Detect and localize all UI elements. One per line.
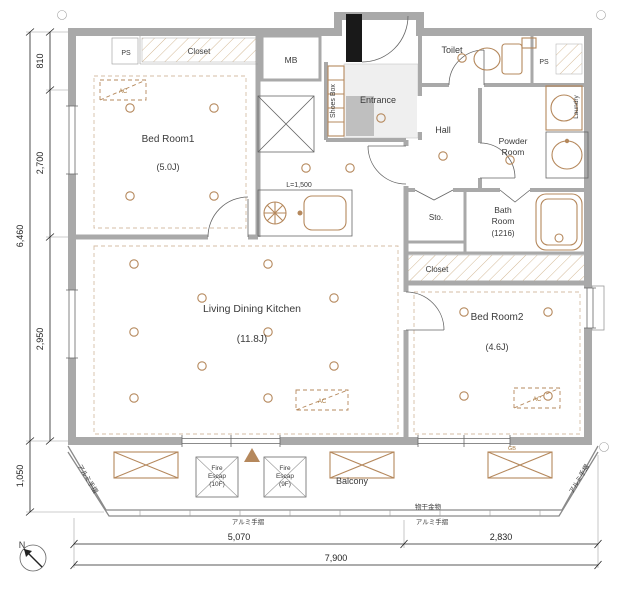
window-left-upper bbox=[66, 105, 78, 175]
hall-label: Hall bbox=[435, 125, 451, 135]
handrail-label-left: アルミ手摺 bbox=[76, 462, 101, 495]
bedroom2-size: (4.6J) bbox=[485, 342, 508, 352]
closet-top-label: Closet bbox=[188, 47, 211, 56]
fire-escape-9f-label-1: Fire bbox=[279, 465, 291, 472]
kitchen-counter-length-label: L=1,500 bbox=[286, 182, 312, 189]
dim-left-6460: 6,460 bbox=[15, 225, 25, 248]
powder-room-label-2: Room bbox=[502, 147, 525, 157]
handrail-label-right: アルミ手摺 bbox=[567, 462, 592, 495]
kitchen-hatch-square bbox=[257, 95, 315, 153]
entrance-floor bbox=[343, 63, 419, 139]
toilet-door bbox=[448, 49, 485, 88]
dimension-lines bbox=[25, 28, 602, 570]
ps-left-label: PS bbox=[121, 50, 131, 57]
balcony-structure bbox=[67, 445, 599, 517]
bedroom2-label: Bed Room2 bbox=[471, 312, 524, 323]
windows bbox=[66, 105, 605, 447]
dim-left-2950: 2,950 bbox=[35, 328, 45, 351]
fire-escape-10f-label-3: (10F) bbox=[209, 481, 225, 488]
hall-entry-opening bbox=[417, 96, 423, 132]
labels: Bed Room1 (5.0J) Living Dining Kitchen (… bbox=[15, 45, 591, 563]
closet-mid-label: Closet bbox=[426, 265, 449, 274]
handrail-label-bottom-left: アルミ手摺 bbox=[232, 517, 265, 526]
washbasin bbox=[545, 131, 589, 179]
dim-bottom-2830: 2,830 bbox=[490, 532, 513, 542]
ac-label-bedroom2: AC bbox=[533, 397, 542, 403]
bath-room-size: (1216) bbox=[491, 229, 514, 238]
fixtures bbox=[257, 37, 589, 251]
balcony-marker-triangle bbox=[244, 448, 260, 462]
ceiling-dashed-outlines bbox=[93, 75, 581, 435]
bath-room-label-2: Room bbox=[492, 216, 515, 226]
kitchen-counter bbox=[257, 189, 353, 237]
fire-escape-hatch-9f bbox=[263, 456, 307, 498]
window-left-lower bbox=[66, 289, 78, 359]
powder-room-label-1: Powder bbox=[499, 136, 528, 146]
fire-escape-10f-label-1: Fire bbox=[211, 465, 223, 472]
storage-label: Sto. bbox=[429, 213, 443, 222]
north-label: N bbox=[19, 540, 26, 550]
dim-left-2700: 2,700 bbox=[35, 152, 45, 175]
toilet-fixture bbox=[473, 37, 537, 75]
bedroom2-door bbox=[403, 291, 445, 331]
fire-escape-9f-label-2: Escap bbox=[276, 473, 294, 480]
balcony-equipment-pads bbox=[113, 451, 553, 479]
powder-room-door bbox=[477, 142, 516, 179]
ps-right-label: PS bbox=[539, 59, 549, 66]
doors bbox=[207, 14, 531, 331]
fire-escape-10f-label-2: Escap bbox=[208, 473, 226, 480]
bedroom1-size: (5.0J) bbox=[156, 162, 179, 172]
washing-machine bbox=[545, 85, 583, 131]
mb-label: MB bbox=[285, 55, 298, 65]
toilet-label: Toilet bbox=[441, 45, 463, 55]
fire-escape-9f-label-3: (9F) bbox=[279, 481, 291, 488]
window-balcony-ldk bbox=[181, 435, 281, 447]
gb-label: GB bbox=[508, 446, 516, 452]
north-compass bbox=[19, 544, 47, 572]
entrance-door bbox=[346, 14, 409, 63]
storage-folding-door bbox=[414, 187, 454, 201]
dim-balcony-1050: 1,050 bbox=[15, 465, 25, 488]
handrail-label-bottom-right: アルミ手摺 bbox=[416, 517, 449, 526]
entrance-label: Entrance bbox=[360, 95, 396, 105]
closet-hatch-areas bbox=[141, 37, 587, 282]
dim-left-810: 810 bbox=[35, 53, 45, 68]
bath-folding-door bbox=[499, 187, 531, 203]
bathtub bbox=[535, 193, 583, 251]
shoes-box bbox=[327, 65, 345, 137]
ac-label-ldk: AC bbox=[318, 399, 327, 405]
ac-label-bedroom1: AC bbox=[119, 89, 128, 95]
laundry-hardware-label: 物干金物 bbox=[415, 502, 442, 511]
balcony-label: Balcony bbox=[336, 476, 369, 486]
downlights bbox=[125, 53, 553, 403]
window-right-bay bbox=[584, 285, 605, 331]
ac-units bbox=[99, 79, 561, 411]
bath-room-label-1: Bath bbox=[494, 205, 512, 215]
dim-bottom-5070: 5,070 bbox=[228, 532, 251, 542]
fire-escape-hatch-10f bbox=[195, 456, 239, 498]
laundry-label: Laundry bbox=[573, 95, 580, 119]
dim-bottom-7900: 7,900 bbox=[325, 553, 348, 563]
window-balcony-bedroom2 bbox=[417, 435, 511, 447]
ldk-size: (11.8J) bbox=[237, 334, 267, 345]
bedroom1-label: Bed Room1 bbox=[142, 134, 195, 145]
ldk-door bbox=[367, 145, 409, 186]
shoes-box-label: Shoes Box bbox=[330, 84, 337, 118]
bedroom1-door bbox=[207, 196, 249, 240]
grid-bubbles bbox=[57, 10, 609, 452]
ldk-label: Living Dining Kitchen bbox=[203, 303, 301, 315]
